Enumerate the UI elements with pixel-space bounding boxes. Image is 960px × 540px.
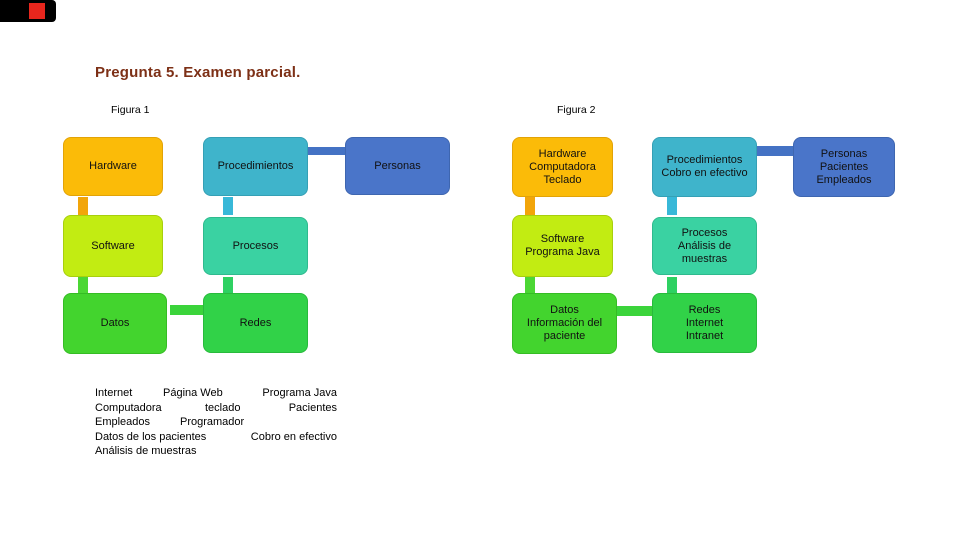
figure2-box-procesos: Procesos Análisis de muestras [652,217,757,275]
figure1-box-software: Software [63,215,163,277]
figure2-box-personas: Personas Pacientes Empleados [793,137,895,197]
word-list: Internet Página Web Programa Java Comput… [95,387,337,460]
figure1-box-redes: Redes [203,293,308,353]
figure2-box-software: Software Programa Java [512,215,613,277]
word-programador: Programador [180,416,245,428]
figure1-connector-procesos-redes [223,277,233,293]
word-list-line: Empleados Programador [95,416,337,431]
figure2-box-datos: Datos Información del paciente [512,293,617,354]
word-pacientes: Pacientes [288,401,337,414]
word-cobro-en-efectivo: Cobro en efectivo [250,430,337,443]
figure2-connector-procedimientos-procesos [667,197,677,215]
slide-title: Pregunta 5. Examen parcial. [95,64,301,81]
word-pagina-web: Página Web [163,387,223,399]
figure2-box-procedimientos: Procedimientos Cobro en efectivo [652,137,757,197]
word-teclado: teclado [205,401,241,414]
word-list-line: Internet Página Web Programa Java [95,387,337,402]
word-programa-java: Programa Java [262,387,337,399]
figure1-box-datos: Datos [63,293,167,354]
recording-indicator[interactable] [0,0,56,22]
figure2-connector-hardware-software [525,197,535,215]
word-datos-pacientes: Datos de los pacientes [95,430,207,443]
figure2-connector-software-datos [525,277,535,293]
figure1-connector-software-datos [78,277,88,293]
figure1-connector-hardware-software [78,197,88,215]
word-computadora: Computadora [95,401,162,414]
figure2-box-hardware: Hardware Computadora Teclado [512,137,613,197]
figure1-box-personas: Personas [345,137,450,195]
figure1-connector-procedimientos-personas [308,147,345,155]
figure1-label: Figura 1 [111,104,150,116]
figure1-box-procesos: Procesos [203,217,308,275]
figure2-connector-procedimientos-personas [757,146,793,156]
figure1-box-hardware: Hardware [63,137,163,196]
figure2-label: Figura 2 [557,104,596,116]
stop-icon [29,3,45,19]
figure1-box-procedimientos: Procedimientos [203,137,308,196]
word-list-line: Computadora teclado Pacientes [95,402,337,417]
figure2-connector-datos-redes [615,306,652,316]
figure2-box-redes: Redes Internet Intranet [652,293,757,353]
word-analisis-de-muestras: Análisis de muestras [95,445,197,457]
word-empleados: Empleados [95,416,151,428]
figure1-connector-datos-redes [170,305,203,315]
word-list-line: Datos de los pacientes Cobro en efectivo [95,431,337,446]
word-internet: Internet [95,387,133,399]
word-list-line: Análisis de muestras [95,445,337,460]
figure2-connector-procesos-redes [667,277,677,293]
figure1-connector-procedimientos-procesos [223,197,233,215]
